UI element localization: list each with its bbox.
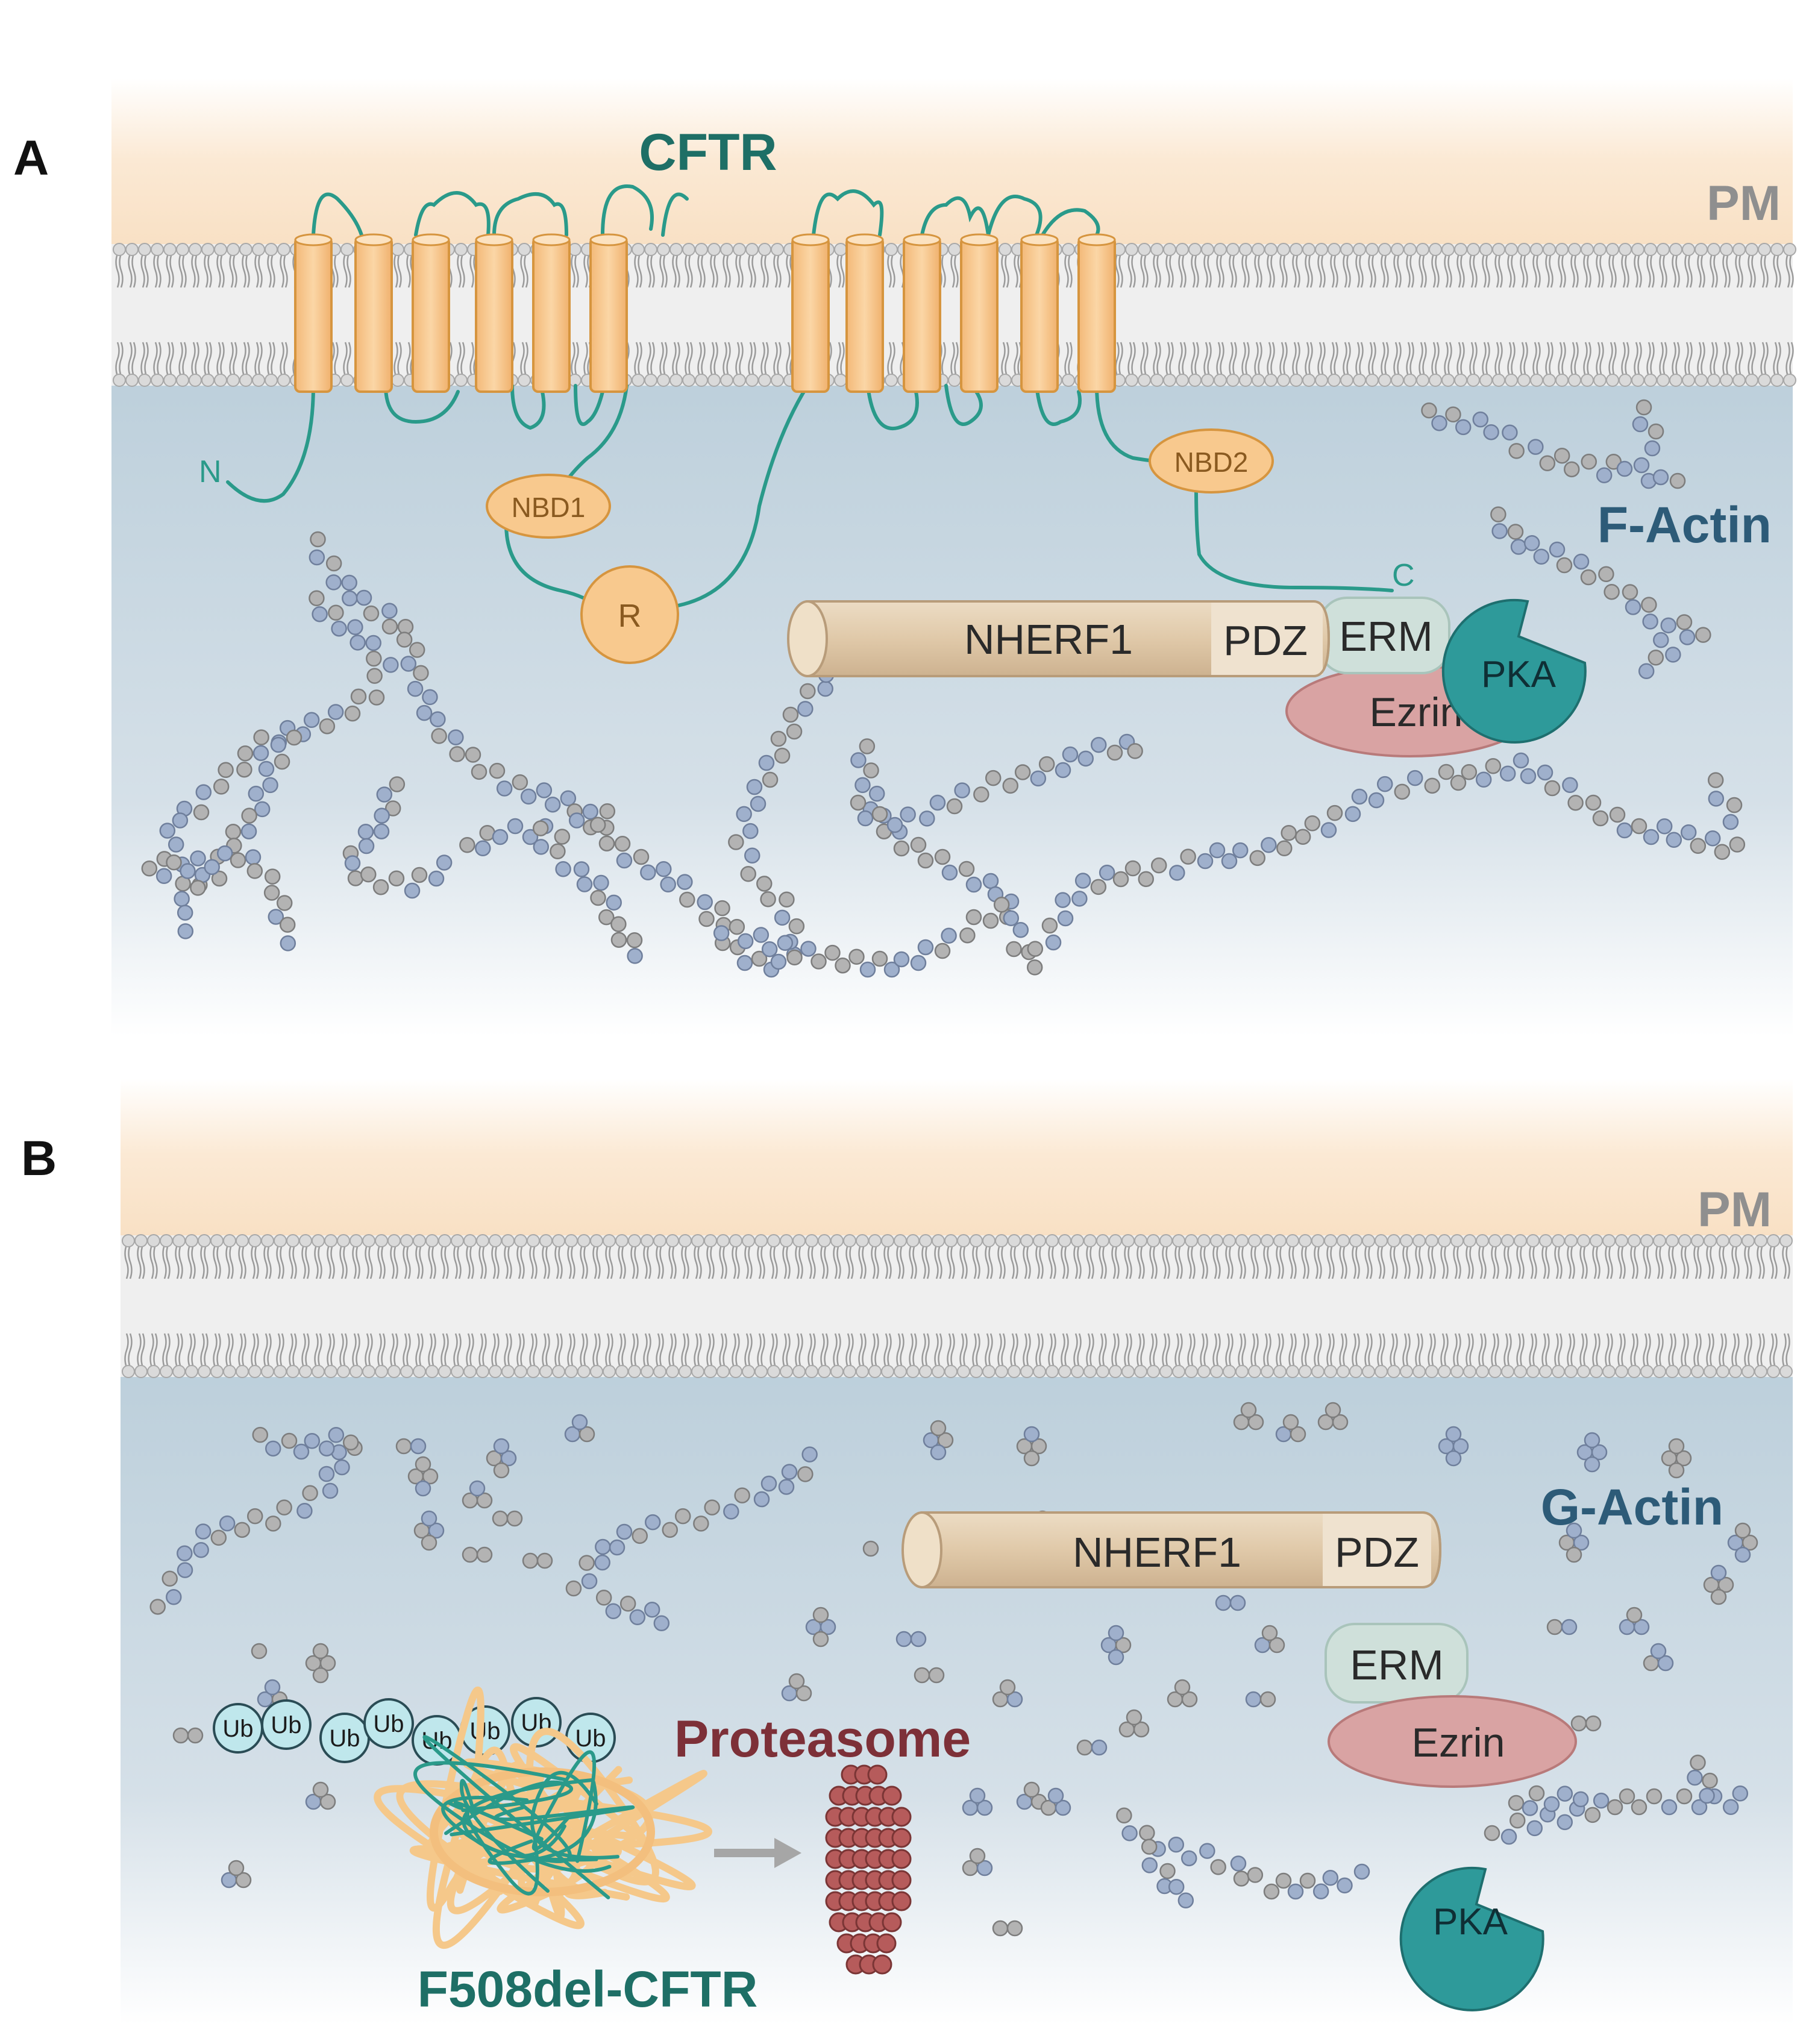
ubiquitin-label-8: Ub	[575, 1725, 606, 1752]
svg-text:PKA: PKA	[1433, 1901, 1508, 1943]
svg-text:NBD2: NBD2	[1174, 447, 1249, 478]
erm-domain-b: ERM	[1325, 1623, 1469, 1704]
nherf1-a: NHERF1 PDZ	[787, 600, 1331, 677]
panel-b-letter: B	[21, 1131, 57, 1186]
cftr-n-terminal-tail	[226, 384, 315, 503]
membrane-label-a: PM	[1707, 176, 1781, 231]
plasma-membrane-b	[121, 1234, 1793, 1378]
cftr-intracellular-loops-msd2	[866, 384, 1159, 463]
cftr-extracellular-loops-msd2	[812, 189, 1100, 237]
cftr-transmembrane-helices	[294, 233, 1116, 393]
cftr-n-label: N	[199, 454, 222, 489]
cftr-r-to-msd2	[676, 384, 809, 607]
cftr-intracellular-loops-msd1	[384, 384, 629, 508]
pka-b: PKA	[1399, 1866, 1544, 2011]
svg-text:ERM: ERM	[1339, 613, 1433, 660]
pka-a: PKA	[1441, 598, 1587, 744]
panel-a-letter: A	[13, 131, 49, 186]
erm-domain-a: ERM	[1318, 597, 1450, 674]
ezrin-b: Ezrin	[1328, 1695, 1577, 1788]
cftr-protein	[226, 184, 1394, 610]
membrane-label-b: PM	[1698, 1182, 1772, 1237]
svg-text:R: R	[618, 598, 642, 634]
extracellular-space-b	[121, 1079, 1793, 1247]
proteasome	[825, 1764, 912, 1975]
svg-text:NHERF1: NHERF1	[1073, 1529, 1241, 1576]
cftr-c-terminal-tail	[1194, 486, 1394, 592]
f-actin-label: F-Actin	[1597, 497, 1772, 553]
panel-a: N C NBD1 NBD2 R Ezrin ERM NHERF1	[13, 78, 1796, 1036]
g-actin-and-fragments	[149, 1402, 1758, 1937]
svg-text:PDZ: PDZ	[1223, 617, 1308, 664]
r-domain: R	[580, 565, 679, 664]
nbd1-domain: NBD1	[486, 474, 611, 539]
ubiquitin-label-2: Ub	[271, 1712, 301, 1738]
f508del-cftr-label: F508del-CFTR	[418, 1961, 758, 2017]
ubiquitin-2	[261, 1699, 312, 1750]
svg-text:NBD1: NBD1	[512, 492, 586, 523]
nbd2-domain: NBD2	[1149, 428, 1274, 494]
extracellular-space-a	[111, 78, 1793, 259]
ubiquitin-label-4: Ub	[373, 1711, 404, 1737]
svg-text:PKA: PKA	[1481, 654, 1557, 695]
g-actin-label: G-Actin	[1541, 1479, 1723, 1535]
ubiquitin-4	[363, 1698, 414, 1749]
nherf1-b: NHERF1 PDZ	[901, 1511, 1442, 1588]
cftr-c-label: C	[1392, 558, 1415, 593]
ubiquitin-label-1: Ub	[222, 1716, 253, 1742]
ubiquitin-label-3: Ub	[329, 1725, 360, 1752]
svg-text:ERM: ERM	[1350, 1641, 1444, 1688]
svg-text:PDZ: PDZ	[1335, 1529, 1419, 1576]
proteasome-label: Proteasome	[674, 1710, 971, 1768]
cytoplasm-b	[121, 1362, 1793, 2025]
cftr-label: CFTR	[639, 124, 777, 181]
svg-text:NHERF1: NHERF1	[964, 616, 1133, 663]
svg-text:Ezrin: Ezrin	[1412, 1720, 1505, 1766]
cftr-extracellular-loops-msd1	[312, 184, 689, 237]
misfolded-cftr-aggregate	[374, 1686, 712, 1949]
degradation-arrow	[714, 1838, 801, 1868]
ubiquitin-label-6: Ub	[469, 1718, 500, 1745]
